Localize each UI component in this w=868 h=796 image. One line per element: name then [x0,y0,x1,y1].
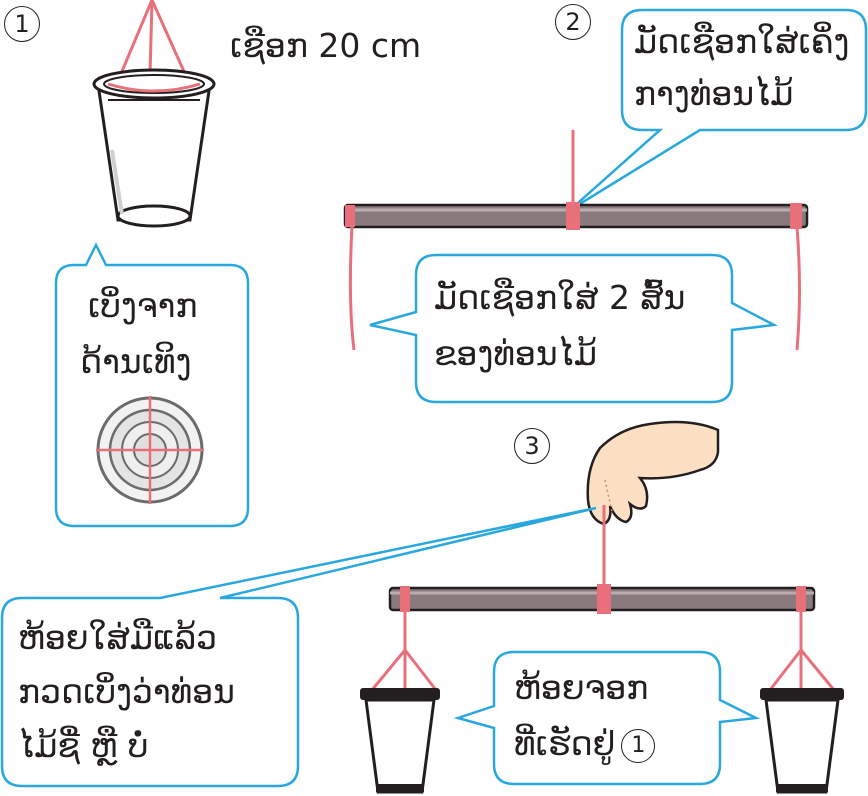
hang-check-bubble [0,506,597,788]
hang-check-line2: ກວດເບິ່ງວ່າທ່ອນ [18,672,235,711]
hang-cups-line2-text: ທີ່ເຮັດຢູ່ [514,724,616,763]
hang-cups-bubble [453,650,761,786]
step-3-marker: 3 [514,428,550,464]
top-view-line2: ດ້ານເທິງ [80,342,192,381]
tie-middle-line1: ມັດເຊືອກໃສ່ເຄິ່ງ [634,22,850,61]
rod-step2 [343,130,809,351]
rod-step3 [388,505,816,614]
hang-check-line3: ໄມ້ຊື່ ຫຼື ບໍ່ [18,726,149,765]
tie-ends-line2: ຂອງທ່ອນໄມ້ [434,334,597,373]
tie-ends-bubble [369,253,779,404]
top-view-bubble [54,242,250,528]
step-2-marker: 2 [555,4,591,40]
hand [586,420,720,526]
left-cup [360,610,440,794]
right-cup [760,610,844,794]
tie-middle-line2: ກາງທ່ອນໄມ້ [634,74,794,113]
step-1-reference: 1 [621,728,656,763]
tie-ends-line1: ມັດເຊືອກໃສ່ 2 ສົ້ນ [434,278,686,317]
string-length-label: ເຊືອກ 20 cm [230,26,422,65]
hang-check-line1: ຫ້ອຍໃສ່ມືແລ້ວ [18,618,217,657]
top-view-line1: ເບິ່ງຈາກ [88,286,198,325]
tie-middle-bubble [569,8,868,212]
hang-cups-line1: ຫ້ອຍຈອກ [514,668,649,707]
step-1-marker: 1 [4,6,40,42]
hang-cups-line2: ທີ່ເຮັດຢູ່1 [514,718,656,770]
cup-with-strings [92,0,216,228]
